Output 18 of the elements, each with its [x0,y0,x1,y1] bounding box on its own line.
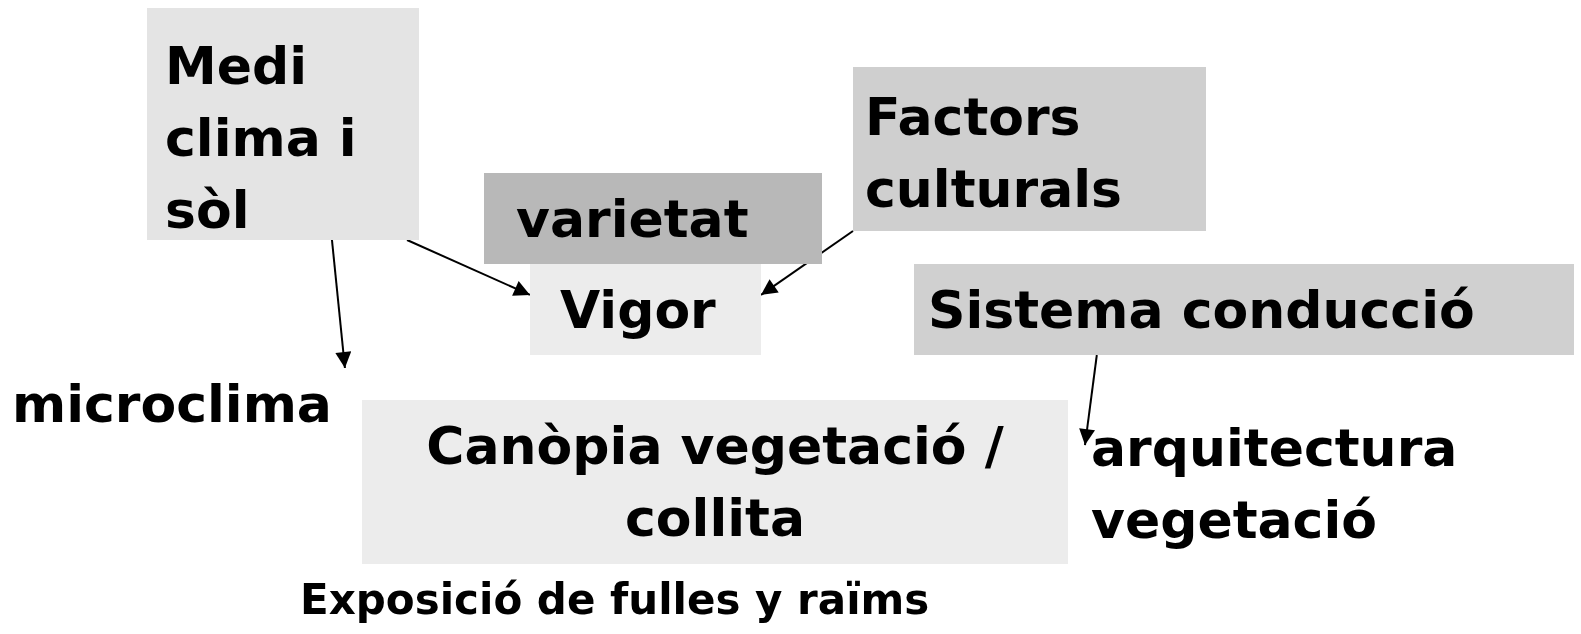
box-label: Medi clima i sòl [165,35,358,242]
note-text: Exposició de fulles y raïms [300,574,930,626]
arrow [406,239,531,296]
concept-box [914,264,1574,355]
arrow [1079,354,1098,447]
concept-box [853,67,1206,231]
arrow [760,230,854,296]
box-label: Canòpia vegetació / collita [425,415,1005,550]
concept-box [147,8,419,240]
box-label: Factors culturals [865,86,1124,221]
box-label: varietat [516,188,750,251]
node-label: arquitectura vegetació [1085,412,1485,556]
box-label: Vigor [560,279,717,342]
concept-box [530,264,761,355]
node-label: microclima [12,368,357,440]
concept-box [484,173,822,264]
box-label: Sistema conducció [928,279,1476,342]
arrow [330,239,352,369]
